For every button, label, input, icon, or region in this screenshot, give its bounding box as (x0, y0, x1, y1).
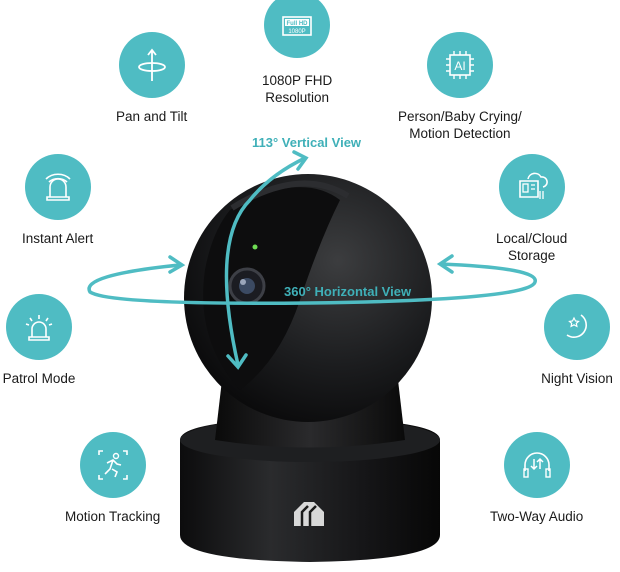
cloud-storage-icon (518, 172, 548, 199)
feature-motion-tracking: Motion Tracking (65, 432, 160, 525)
svg-text:AI: AI (454, 59, 465, 73)
feature-instant-alert: Instant Alert (22, 154, 93, 247)
feature-label: Night Vision (541, 371, 613, 386)
feature-label: Pan and Tilt (116, 109, 188, 124)
feature-label: Instant Alert (22, 231, 94, 246)
svg-text:1080P: 1080P (288, 29, 305, 35)
feature-two-way-audio: Two-Way Audio (490, 432, 583, 525)
feature-label: Patrol Mode (2, 371, 76, 386)
brand-logo (294, 502, 324, 526)
alarm-icon (45, 173, 71, 201)
feature-ai-detection: AI Person/Baby Crying/Motion Detection (398, 32, 522, 142)
feature-label: Two-Way Audio (490, 509, 584, 524)
headphones-icon (522, 452, 551, 478)
full-hd-icon: Full HD 1080P (282, 16, 312, 36)
siren-icon (25, 315, 53, 341)
horizontal-view-label: 360° Horizontal View (284, 284, 412, 299)
running-person-icon (97, 450, 128, 480)
feature-patrol: Patrol Mode (0, 294, 78, 387)
vertical-view-label: 113° Vertical View (252, 135, 362, 150)
feature-night-vision: Night Vision (541, 294, 613, 387)
feature-label: Person/Baby Crying/Motion Detection (398, 109, 522, 141)
ai-chip-icon: AI (445, 51, 474, 79)
moon-star-icon (566, 314, 587, 338)
svg-text:Full HD: Full HD (287, 21, 309, 27)
pan-tilt-icon (137, 48, 166, 81)
feature-pan-tilt: Pan and Tilt (116, 32, 187, 125)
feature-label: Motion Tracking (65, 509, 161, 524)
